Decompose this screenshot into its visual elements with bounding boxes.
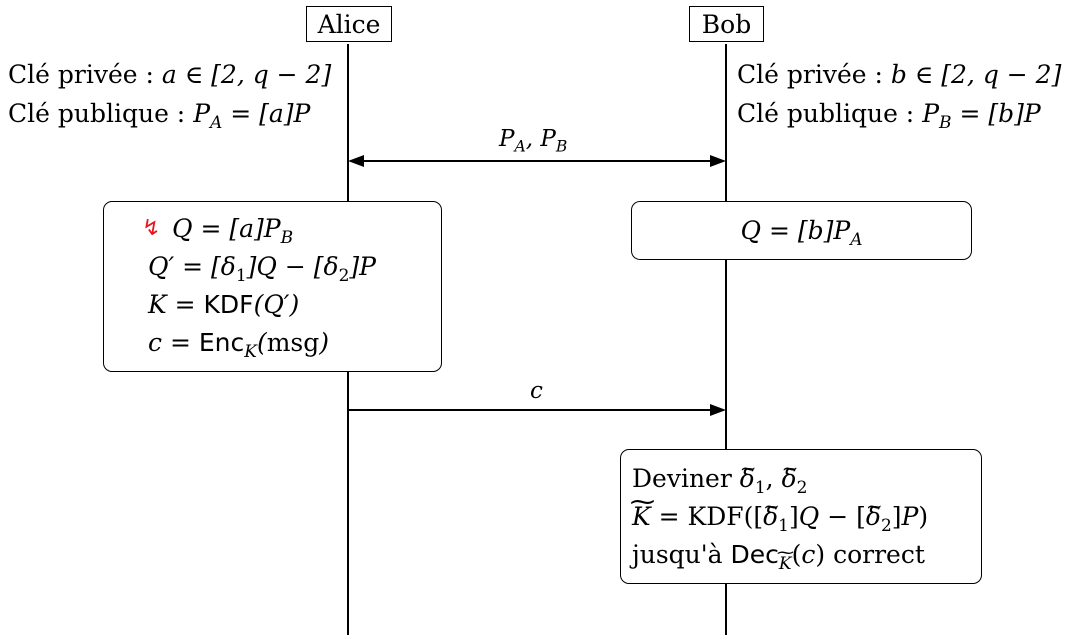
alice-private-key-label: Clé privée : [8, 60, 154, 89]
bob-public-key-math: PB = [b]P [922, 99, 1041, 133]
bob-private-key-label: Clé privée : [737, 60, 883, 89]
participant-alice: Alice [306, 6, 392, 42]
alice-box-line-2: Q′ = [δ1]Q − [δ2]P [148, 252, 376, 286]
participant-alice-label: Alice [317, 9, 381, 39]
alice-public-key: Clé publique : PA = [a]P [8, 95, 310, 133]
exchange-arrowhead-right [710, 155, 726, 167]
alice-private-key: Clé privée : a ∈ [2, q − 2] [8, 56, 331, 94]
exchange-arrowhead-left [348, 155, 364, 167]
alice-computation-box: ↯ Q = [a]PB Q′ = [δ1]Q − [δ2]P K = KDF(Q… [103, 201, 442, 372]
bob-public-key-label: Clé publique : [737, 99, 915, 128]
fault-icon: ↯ [142, 216, 161, 241]
bob-public-key: Clé publique : PB = [b]P [737, 95, 1041, 133]
bob-lifeline [725, 44, 727, 635]
bob-computation-box: Q = [b]PA [631, 201, 972, 260]
alice-public-key-math: PA = [a]P [193, 99, 311, 133]
alice-public-key-label: Clé publique : [8, 99, 186, 128]
attack-box-line-2: K = KDF([δ1]Q − [δ2]P) [630, 483, 981, 536]
alice-private-key-math: a ∈ [2, q − 2] [161, 60, 332, 89]
attack-box-line-3: jusqu'à DecK(c) correct [632, 540, 925, 574]
participant-bob: Bob [689, 6, 764, 42]
bob-private-key-math: b ∈ [2, q − 2] [890, 60, 1062, 89]
alice-box-line-3: K = KDF(Q′) [148, 290, 300, 319]
attack-box: Deviner δ1, δ2 K = KDF([δ1]Q − [δ2]P) ju… [620, 449, 982, 584]
bob-private-key: Clé privée : b ∈ [2, q − 2] [737, 56, 1061, 94]
alice-box-line-1: ↯ Q = [a]PB [142, 210, 441, 248]
bob-box-line: Q = [b]PA [740, 215, 863, 250]
exchange-label: PA, PB [499, 126, 568, 156]
ciphertext-label: c [530, 378, 543, 404]
ciphertext-arrowhead [710, 404, 726, 416]
attack-box-line-1: Deviner δ1, δ2 [632, 449, 981, 498]
alice-box-line-4: c = EncK(msg) [148, 328, 330, 362]
participant-bob-label: Bob [701, 9, 752, 39]
